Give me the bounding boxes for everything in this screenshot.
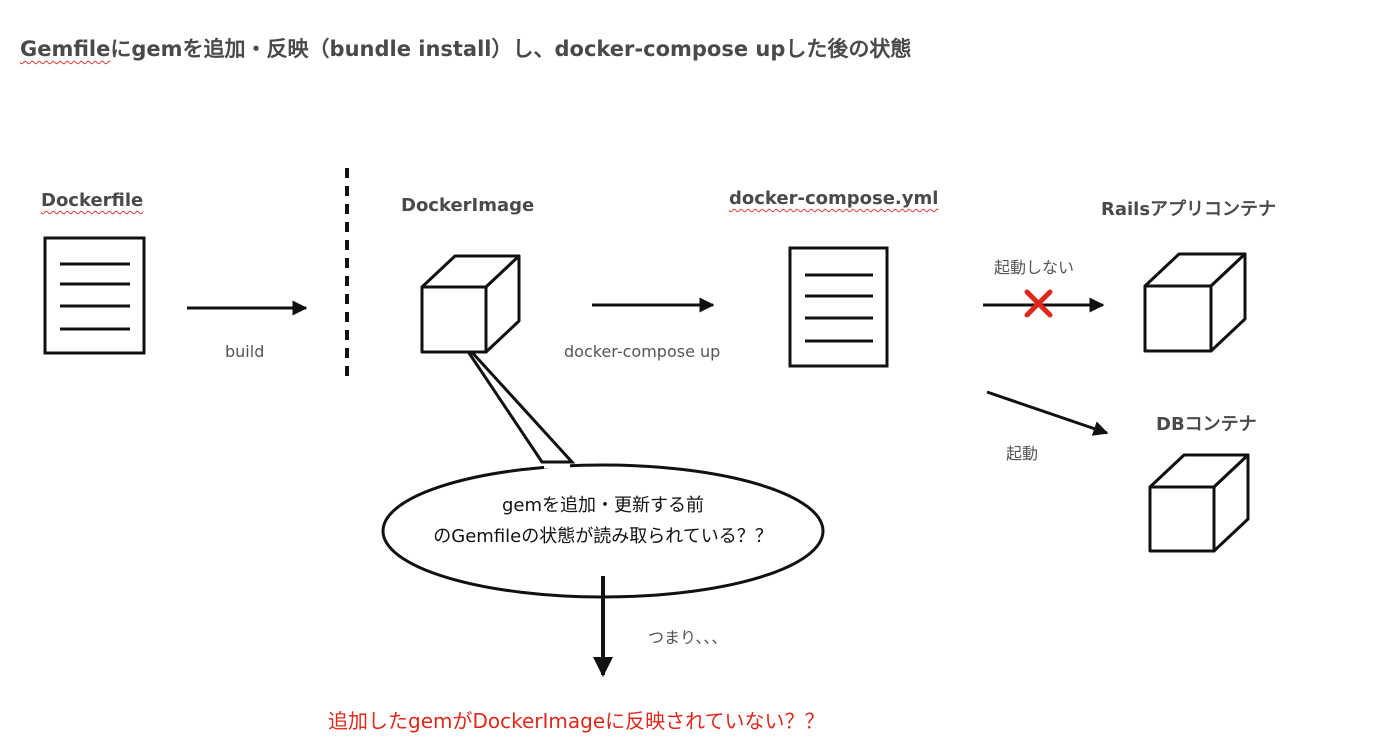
failure-cross-icon — [1024, 289, 1053, 318]
db-container-label: DBコンテナ — [1156, 414, 1257, 435]
page-title: Gemfileにgemを追加・反映（bundle install）し、docke… — [20, 33, 911, 63]
build-label: build — [225, 342, 265, 361]
docker-image-label: DockerImage — [401, 195, 535, 216]
compose-up-label: docker-compose up — [564, 342, 721, 361]
compose-document-icon — [788, 246, 889, 368]
rails-container-cube-icon — [1143, 252, 1247, 353]
not-started-label: 起動しない — [994, 258, 1075, 277]
db-start-arrow — [986, 390, 1109, 436]
conclusion-text: 追加したgemがDockerImageに反映されていない？？ — [328, 709, 825, 733]
dockerfile-document-icon — [43, 236, 146, 355]
callout-text: gemを追加・更新する前 のGemfileの状態が読み取られている？？ — [403, 490, 803, 552]
title-text: にgemを追加・反映（bundle install）し、docker-compo… — [110, 37, 912, 61]
callout-line-1: gemを追加・更新する前 — [501, 495, 705, 516]
db-container-cube-icon — [1148, 453, 1250, 553]
callout-line-2: のGemfileの状態が読み取られている？？ — [433, 526, 773, 547]
therefore-label: つまり、、、 — [648, 628, 728, 647]
started-label: 起動 — [1006, 444, 1039, 463]
callout-tail — [457, 336, 576, 464]
title-gemfile: Gemfile — [20, 37, 111, 61]
rails-container-label: Railsアプリコンテナ — [1101, 199, 1277, 220]
compose-file-label: docker-compose.yml — [729, 188, 939, 209]
docker-image-cube-icon — [420, 254, 521, 354]
dockerfile-label: Dockerfile — [41, 190, 144, 211]
